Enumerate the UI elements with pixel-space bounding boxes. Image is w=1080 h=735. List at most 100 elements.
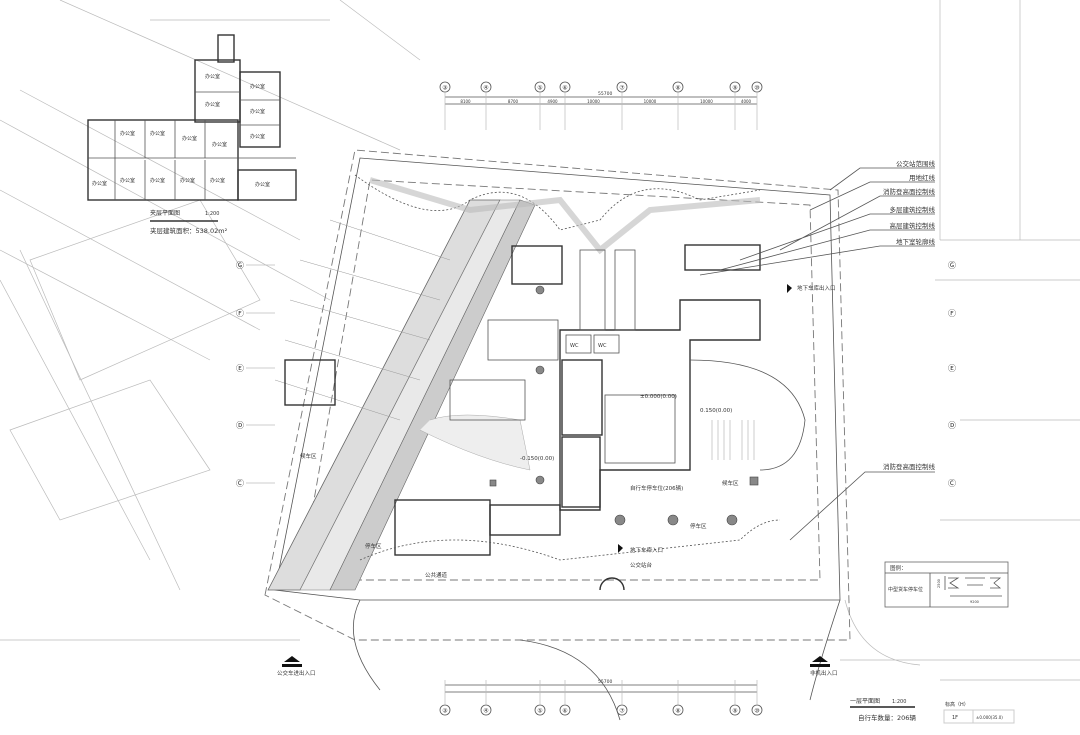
parking-area-label-left: 停车区 [365, 542, 382, 550]
entry-arrow-icon [618, 544, 623, 553]
wc-label: WC [598, 343, 607, 349]
grid-row-label: Ⓖ [236, 261, 244, 270]
garage-entry-label: 地下车库入口 [630, 546, 663, 554]
dim-span: 8100 [460, 99, 471, 104]
entry-arrow-icon [810, 656, 830, 667]
entry-arrow-icon [787, 284, 792, 293]
room-label: 办公室 [250, 108, 265, 115]
legend-box: 图例： 中型货车停车位 2500 9200 [884, 561, 1009, 608]
entry-arrow-icons [282, 284, 830, 667]
passage-label: 公共通道 [425, 571, 448, 579]
legend-item: 中型货车停车位 [888, 586, 923, 593]
title-block: 一层平面图 1:200 自行车数量：206辆 [850, 698, 916, 722]
room-label: 办公室 [180, 177, 195, 184]
grid-column-label: ⑧ [675, 85, 680, 92]
room-label: 办公室 [212, 141, 227, 148]
site-boundaries [264, 149, 851, 721]
grid-column-label: ③ [442, 85, 447, 92]
room-label: 办公室 [205, 101, 220, 108]
grid-row-label: Ⓔ [236, 364, 244, 373]
room-label: 办公室 [182, 135, 197, 142]
dimension-top: 55700 8100 8700 4900 10000 10000 10000 4000 [445, 91, 757, 105]
grid-column-label: ④ [483, 85, 488, 92]
ramp-structure [267, 174, 761, 591]
wc-label: WC [570, 343, 579, 349]
grid-column-label: ⑧ [675, 708, 680, 715]
bus-stop-label: 公交站台 [630, 561, 653, 569]
elevation-mark: ±0.000(0.00) [640, 394, 677, 400]
waiting-area-label-left: 候车区 [300, 452, 317, 460]
grid-column-label: ⑥ [562, 85, 567, 92]
grid-column-label: ⑤ [537, 85, 542, 92]
room-label: 办公室 [150, 177, 165, 184]
grid-column-label: ⑦ [619, 708, 625, 715]
inset-title: 夹层平面图 [150, 209, 180, 217]
room-label: 办公室 [210, 177, 225, 184]
dim-span: 4000 [741, 99, 752, 104]
legend-title: 图例： [890, 564, 907, 572]
grid-row-label: Ⓔ [948, 364, 956, 373]
level-table: 标高（H） 1F ±0.000(35.0) [943, 701, 1015, 724]
grid-row-label: Ⓓ [236, 421, 244, 430]
bus-entry-label: 公交车进出入口 [277, 669, 316, 677]
grid-column-label: ⑥ [562, 708, 567, 715]
room-label: 办公室 [120, 130, 135, 137]
legend-line-label: 用地红线 [909, 173, 936, 182]
legend-dim-h: 9200 [970, 600, 979, 604]
room-label: 办公室 [250, 133, 265, 140]
room-label: 办公室 [120, 177, 135, 184]
dim-total-bottom: 55700 [598, 679, 612, 685]
elevation-mark: -0.150(0.00) [520, 456, 554, 462]
room-label: 办公室 [255, 181, 270, 188]
legend-line-label: 高层建筑控制线 [890, 221, 936, 230]
bike-parking-label: 自行车停车位(206辆) [630, 484, 683, 492]
entry-arrow-icon [282, 656, 302, 667]
grid-column-label: ⑦ [619, 85, 625, 92]
grid-column-label: ⑤ [537, 708, 542, 715]
fire-line-label: 消防登高面控制线 [883, 462, 936, 471]
dim-span: 10000 [587, 99, 600, 104]
dimension-bottom: 55700 [445, 679, 757, 693]
building-core: WC WC [284, 244, 806, 591]
context-lines [0, 0, 1080, 681]
legend-dim-v: 2500 [937, 579, 941, 588]
bike-count: 自行车数量：206辆 [858, 713, 916, 722]
legend-line-label: 消防登高面控制线 [883, 187, 936, 196]
grid-column-label: ③ [442, 708, 447, 715]
grid-row-label: Ⓕ [236, 309, 244, 318]
mezzanine-inset-plan: 办公室 办公室 办公室 办公室 办公室 办公室 办公室 办公室 办公室 办公室 … [87, 34, 297, 235]
drawing-scale: 1:200 [892, 699, 906, 705]
grid-row-label: Ⓓ [948, 421, 956, 430]
inset-area: 夹层建筑面积：538.02m² [150, 226, 228, 235]
level-floor: 1F [952, 715, 958, 721]
legend-leaders [699, 167, 935, 541]
parking-area-label: 停车区 [690, 522, 707, 530]
bike-entry-label: 非机出入口 [810, 669, 838, 677]
grid-column-label: ④ [483, 708, 488, 715]
dim-span: 8700 [508, 99, 519, 104]
dim-span: 10000 [644, 99, 657, 104]
room-label: 办公室 [150, 130, 165, 137]
waiting-area-label: 候车区 [722, 479, 739, 487]
elevation-mark: 0.150(0.00) [700, 408, 732, 414]
grid-column-label: ⑩ [754, 708, 759, 715]
room-label: 办公室 [92, 180, 107, 187]
dim-total: 55700 [598, 91, 612, 97]
legend-line-label: 地下室轮廓线 [896, 237, 936, 246]
grid-column-label: ⑨ [732, 85, 737, 92]
dim-span: 4900 [547, 99, 558, 104]
grid-column-label: ⑨ [732, 708, 737, 715]
legend-line-label: 多层建筑控制线 [890, 205, 936, 214]
grid-row-label: Ⓕ [948, 309, 956, 318]
grid-row-label: Ⓖ [948, 261, 956, 270]
level-value: ±0.000(35.0) [976, 715, 1003, 720]
inset-scale: 1:200 [205, 211, 219, 217]
grid-column-label: ⑩ [754, 85, 759, 92]
room-label: 办公室 [250, 83, 265, 90]
grid-row-label: Ⓒ [948, 479, 956, 488]
level-header: 标高（H） [945, 701, 969, 708]
room-label: 办公室 [205, 73, 220, 80]
dim-span: 10000 [700, 99, 713, 104]
grid-row-label: Ⓒ [236, 479, 244, 488]
garage-exit-label: 地下车库出入口 [797, 284, 836, 292]
